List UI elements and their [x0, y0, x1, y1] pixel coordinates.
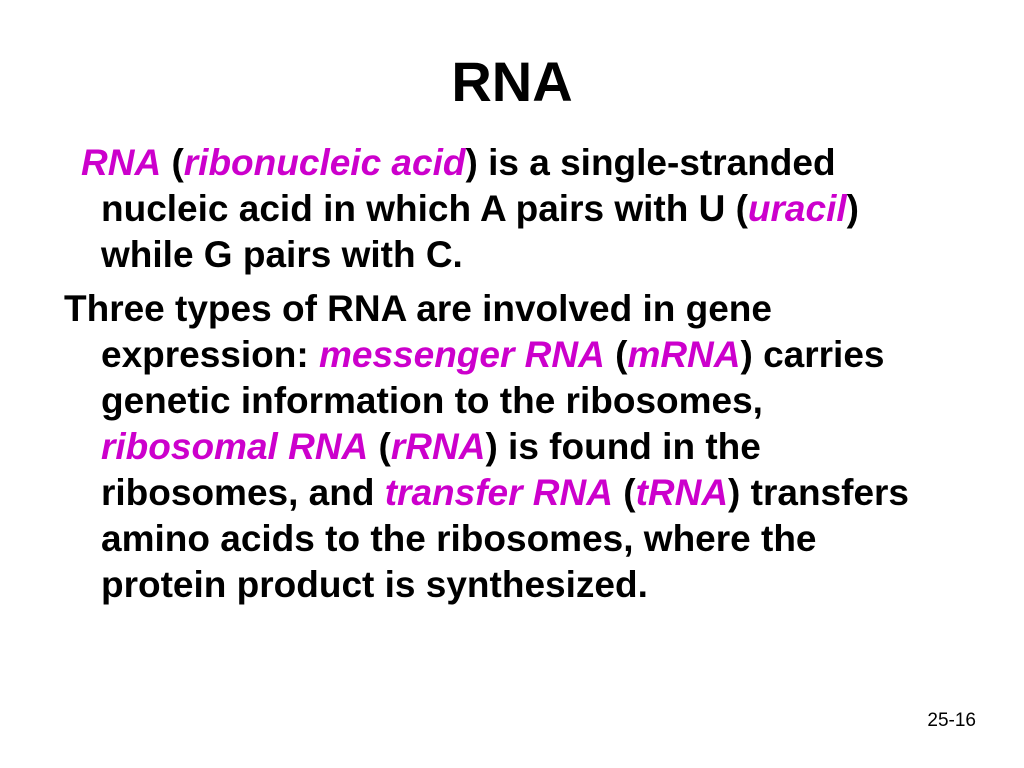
text-segment: Three types of RNA are involved in gene …	[64, 288, 772, 375]
text-segment: (	[161, 142, 184, 183]
text-segment: ) transfers amino acids to the ribosomes…	[101, 472, 909, 605]
text-segment: ) is found in the ribosomes, and	[101, 426, 761, 513]
term-mrna: mRNA	[627, 334, 741, 375]
paragraph-rna-types: Three types of RNA are involved in gene …	[64, 286, 944, 608]
term-transfer-rna: transfer RNA	[384, 472, 613, 513]
slide-body: RNA (ribonucleic acid) is a single-stran…	[64, 140, 944, 616]
term-rrna: rRNA	[390, 426, 486, 467]
slide-title: RNA	[451, 50, 573, 113]
text-segment: ) while G pairs with C.	[101, 188, 859, 275]
term-ribonucleic-acid: ribonucleic acid	[183, 142, 466, 183]
term-messenger-rna: messenger RNA	[318, 334, 605, 375]
text-segment: (	[612, 472, 636, 513]
term-uracil: uracil	[747, 188, 847, 229]
term-ribosomal-rna: ribosomal RNA	[101, 426, 369, 467]
text-segment: (	[604, 334, 628, 375]
page-number: 25-16	[927, 710, 976, 731]
term-trna: tRNA	[635, 472, 729, 513]
paragraph-rna-definition: RNA (ribonucleic acid) is a single-stran…	[64, 140, 944, 278]
text-segment: (	[368, 426, 391, 467]
term-rna: RNA	[81, 142, 162, 183]
text-segment: ) is a single-stranded nucleic acid in w…	[101, 142, 836, 229]
text-segment: ) carries genetic information to the rib…	[101, 334, 885, 421]
